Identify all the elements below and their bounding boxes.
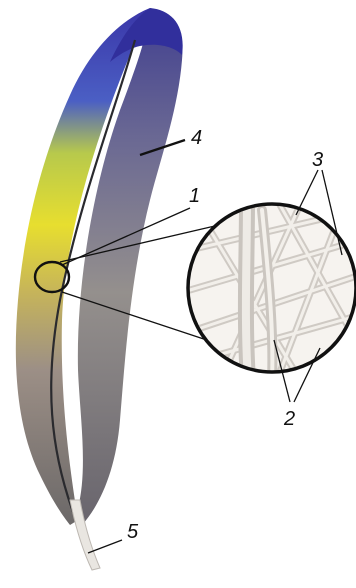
label-2: 2 xyxy=(283,408,295,430)
pointer-3a xyxy=(296,170,318,215)
label-1: 1 xyxy=(189,185,200,207)
magnified-inset xyxy=(188,200,356,380)
label-4: 4 xyxy=(191,127,202,149)
label-3: 3 xyxy=(312,149,323,171)
label-5: 5 xyxy=(127,521,139,543)
pointer-5 xyxy=(88,540,122,553)
